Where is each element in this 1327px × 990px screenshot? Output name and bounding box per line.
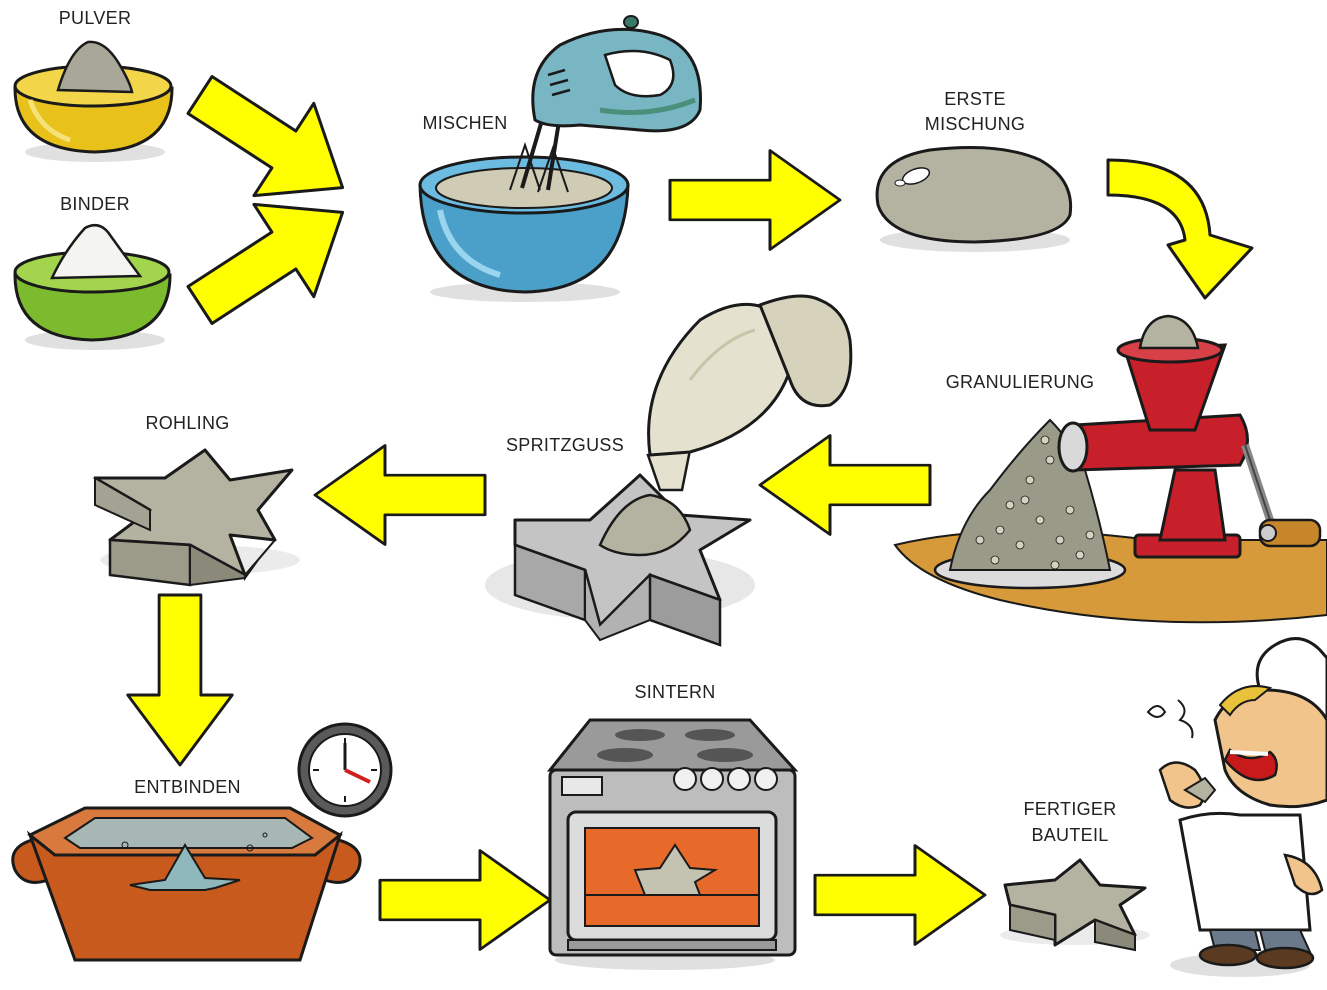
label-rohling: ROHLING (145, 413, 230, 433)
star-part-icon-rohling (93, 448, 300, 587)
dough-ball-icon (875, 146, 1073, 252)
oven-icon (546, 718, 799, 970)
label-mischen: MISCHEN (422, 113, 508, 133)
label-spritzguss: SPRITZGUSS (505, 435, 624, 455)
arrow-icon-sintern-to-fertiger (813, 844, 987, 946)
hand-mixer-icon (509, 15, 702, 193)
label-pulver: PULVER (58, 8, 132, 28)
arrow-icon-curved-to-granulierung (1106, 158, 1254, 300)
arrow-icon-entbinden-to-sintern (378, 849, 552, 951)
meat-grinder-icon (893, 314, 1327, 624)
arrow-icon-mischen-to-erste (668, 149, 842, 251)
baking-dish-icon (11, 806, 362, 962)
chef-icon (1146, 637, 1327, 977)
arrow-icon-spritzguss-to-rohling (313, 444, 487, 546)
label-binder: BINDER (60, 194, 130, 214)
label-granulierung: GRANULIERUNG (945, 372, 1095, 392)
piping-bag-icon (646, 294, 853, 492)
arrow-icon-rohling-to-entbinden (126, 593, 234, 767)
label-sintern: SINTERN (634, 682, 716, 702)
bowl-icon-binder (13, 223, 172, 350)
bowl-icon-pulver (13, 40, 174, 162)
label-entbinden: ENTBINDEN (134, 777, 241, 797)
clock-icon (297, 722, 393, 818)
star-part-icon-fertiger (1000, 858, 1150, 952)
label-fertiger-line2: BAUTEIL (1031, 825, 1109, 845)
label-fertiger-line1: FERTIGER (1023, 799, 1117, 819)
arrow-icon-granulierung-to-spritzguss (758, 434, 932, 536)
star-mold-icon (485, 473, 755, 647)
label-erste-mischung-line1: ERSTE (944, 89, 1006, 109)
label-erste-mischung-line2: MISCHUNG (924, 114, 1026, 134)
